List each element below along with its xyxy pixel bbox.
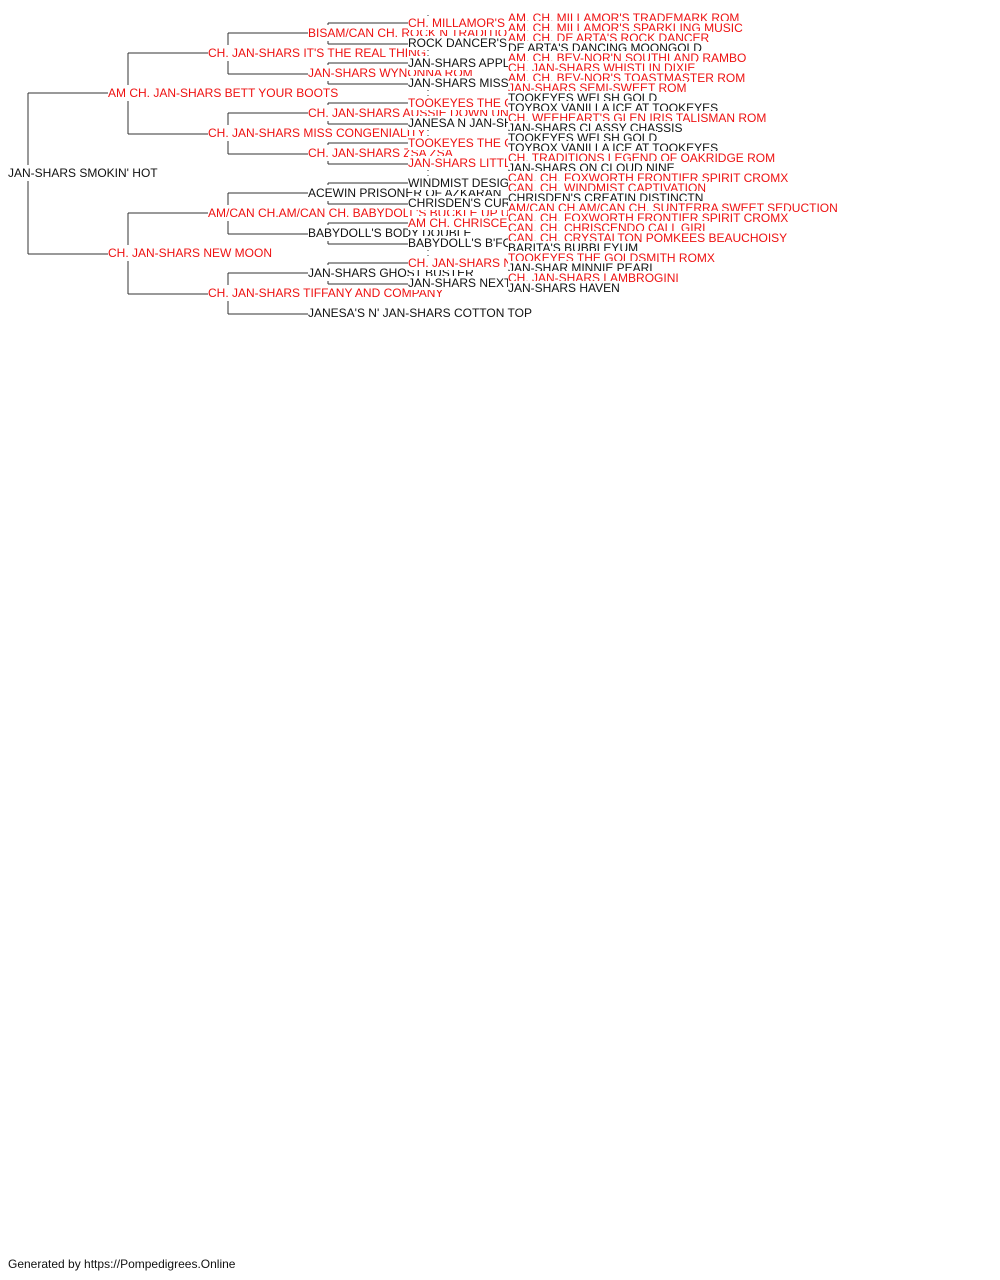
generated-by-footer: Generated by https://Pompedigrees.Online bbox=[8, 1257, 236, 1271]
ancestor-name: CH. JAN-SHARS IT'S THE REAL THING bbox=[208, 46, 428, 60]
ancestor-name: CH. JAN-SHARS NEW MOON bbox=[108, 246, 274, 260]
ancestor-name: CH. JAN-SHARS MISS CONGENIALITY bbox=[208, 126, 427, 140]
ancestor-name: JANESA'S N' JAN-SHARS COTTON TOP bbox=[308, 306, 533, 320]
subject-name: JAN-SHARS SMOKIN' HOT bbox=[8, 166, 159, 180]
ancestor-name: AM CH. JAN-SHARS BETT YOUR BOOTS bbox=[108, 86, 340, 100]
ancestor-name: JAN-SHARS HAVEN bbox=[508, 281, 621, 295]
ancestor-name: CH. JAN-SHARS TIFFANY AND COMPANY bbox=[208, 286, 445, 300]
